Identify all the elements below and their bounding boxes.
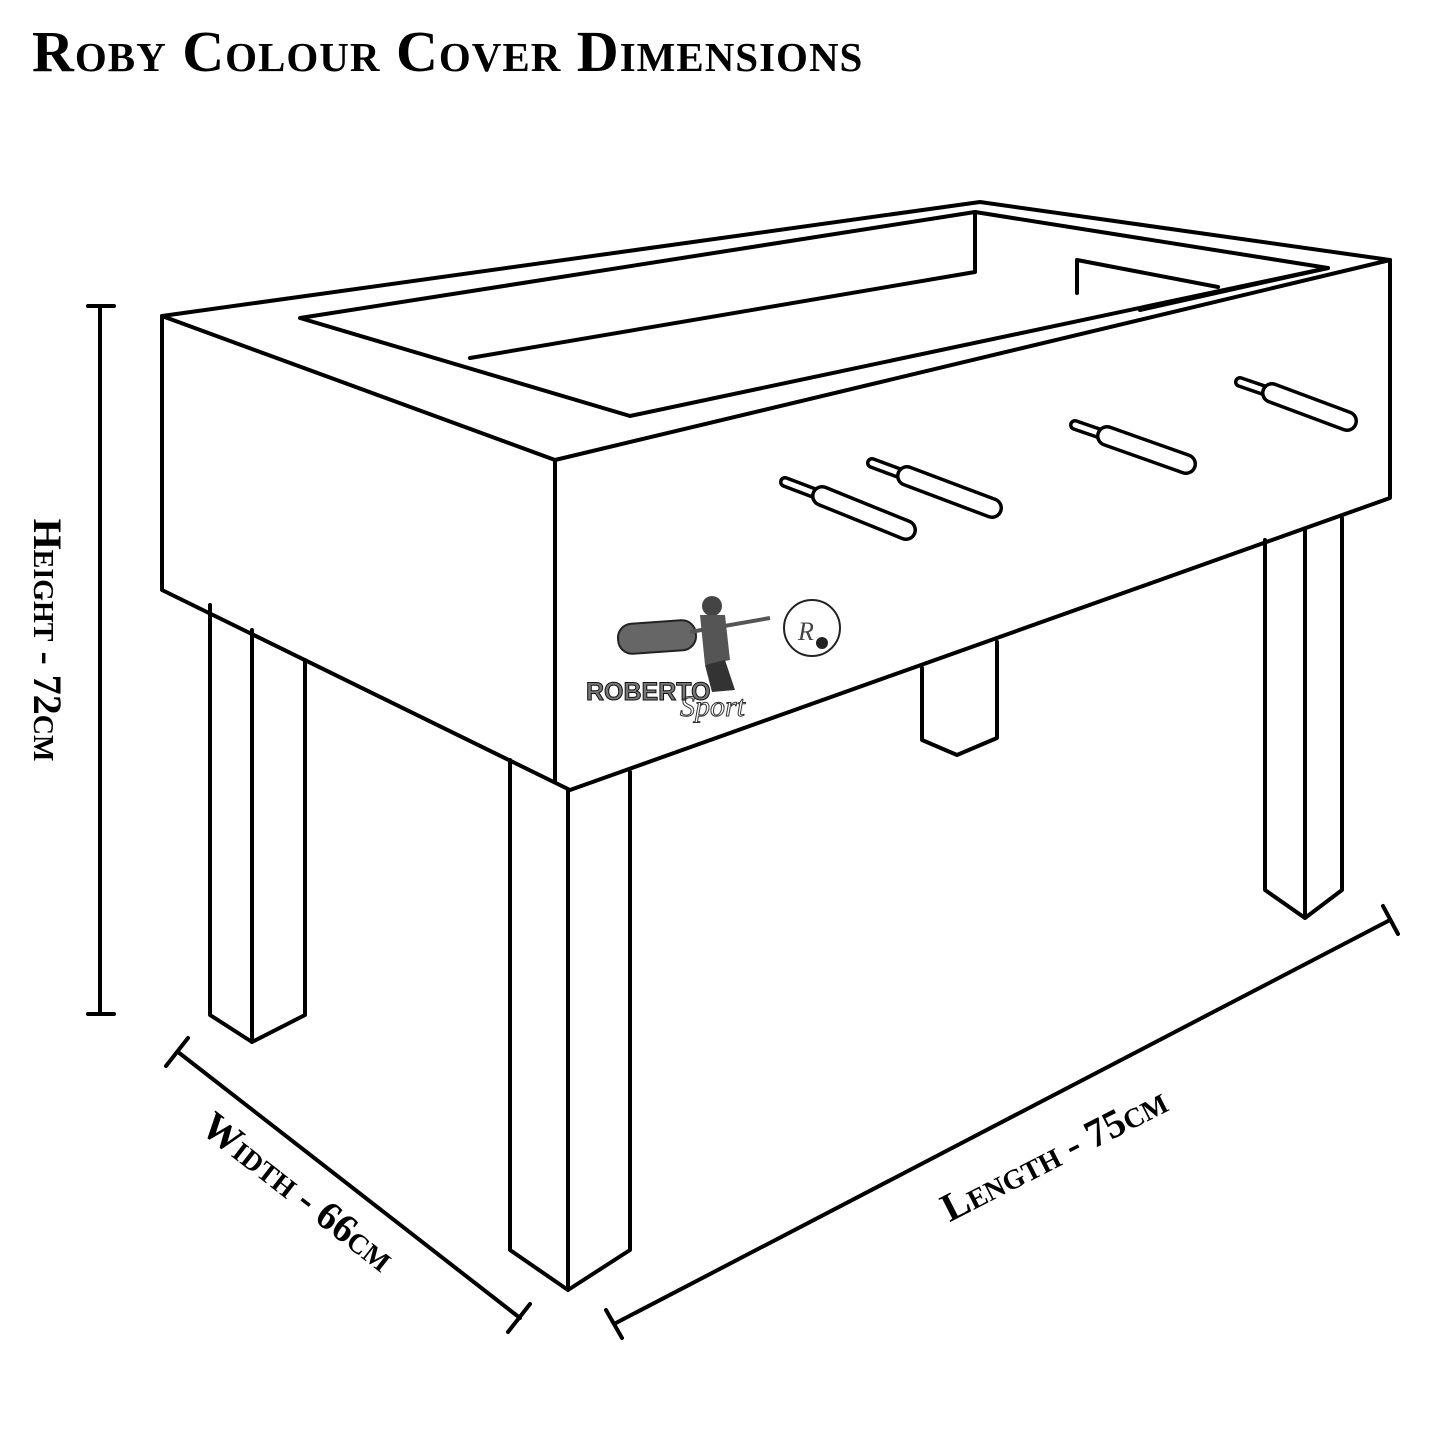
rod-handle: [1234, 376, 1358, 432]
width-dimension-line: [164, 1036, 532, 1334]
page-title: Roby Colour Cover Dimensions: [32, 19, 864, 84]
svg-text:R: R: [797, 617, 814, 646]
length-dimension-line: [604, 904, 1400, 1340]
height-label: Height - 72cm: [25, 519, 70, 762]
roberto-sport-logo: R ROBERTO Sport: [586, 596, 841, 724]
logo-sub: Sport: [680, 690, 746, 723]
logo-brand: ROBERTO: [586, 678, 711, 706]
rod-handle: [779, 476, 917, 541]
height-dimension-line: [86, 304, 116, 1016]
rods: [779, 376, 1358, 541]
width-label: Width - 66cm: [193, 1102, 403, 1280]
rod-handle: [866, 457, 1003, 519]
length-label: Length - 75cm: [933, 1078, 1174, 1231]
table-body: [160, 200, 1392, 792]
rod-handle: [1069, 419, 1197, 475]
table-legs: [208, 516, 1344, 1292]
